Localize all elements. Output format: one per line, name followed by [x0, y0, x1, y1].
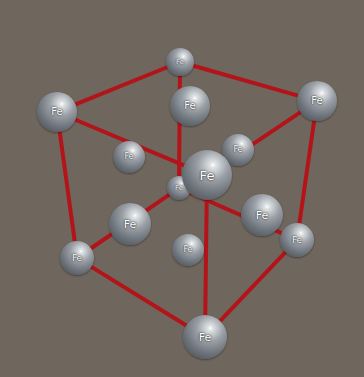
atom-symbol: Fe [51, 107, 62, 117]
iron-atom: Fe [182, 150, 232, 200]
iron-atom: Fe [297, 81, 337, 121]
iron-atom: Fe [183, 315, 227, 359]
cell-edge [59, 130, 75, 243]
atom-symbol: Fe [184, 101, 195, 111]
cell-edge [299, 119, 314, 225]
atom-symbol: Fe [199, 332, 212, 343]
atom-symbol: Fe [183, 246, 192, 254]
cell-edge [192, 65, 300, 96]
atom-symbol: Fe [124, 219, 137, 230]
atom-symbol: Fe [292, 236, 302, 245]
iron-atom: Fe [60, 241, 94, 275]
cell-edge [219, 251, 287, 323]
atom-symbol: Fe [233, 146, 242, 154]
iron-atom: Fe [113, 141, 145, 173]
iron-atom: Fe [37, 92, 77, 132]
cell-edge [74, 67, 169, 106]
iron-atom: Fe [170, 86, 210, 126]
iron-atom: Fe [109, 203, 151, 245]
iron-atom: Fe [172, 234, 204, 266]
atom-symbol: Fe [311, 96, 322, 106]
cell-edge [205, 198, 206, 317]
atom-symbol: Fe [176, 59, 184, 66]
iron-atom: Fe [241, 194, 283, 236]
atom-symbol: Fe [72, 254, 82, 263]
cell-edge [89, 194, 170, 250]
atom-symbol: Fe [175, 185, 183, 192]
cell-edge [90, 266, 188, 327]
iron-atom: Fe [166, 48, 194, 76]
iron-atom: Fe [280, 223, 314, 257]
atom-symbol: Fe [124, 153, 133, 161]
atom-symbol: Fe [256, 210, 269, 221]
atom-symbol: Fe [200, 169, 215, 182]
